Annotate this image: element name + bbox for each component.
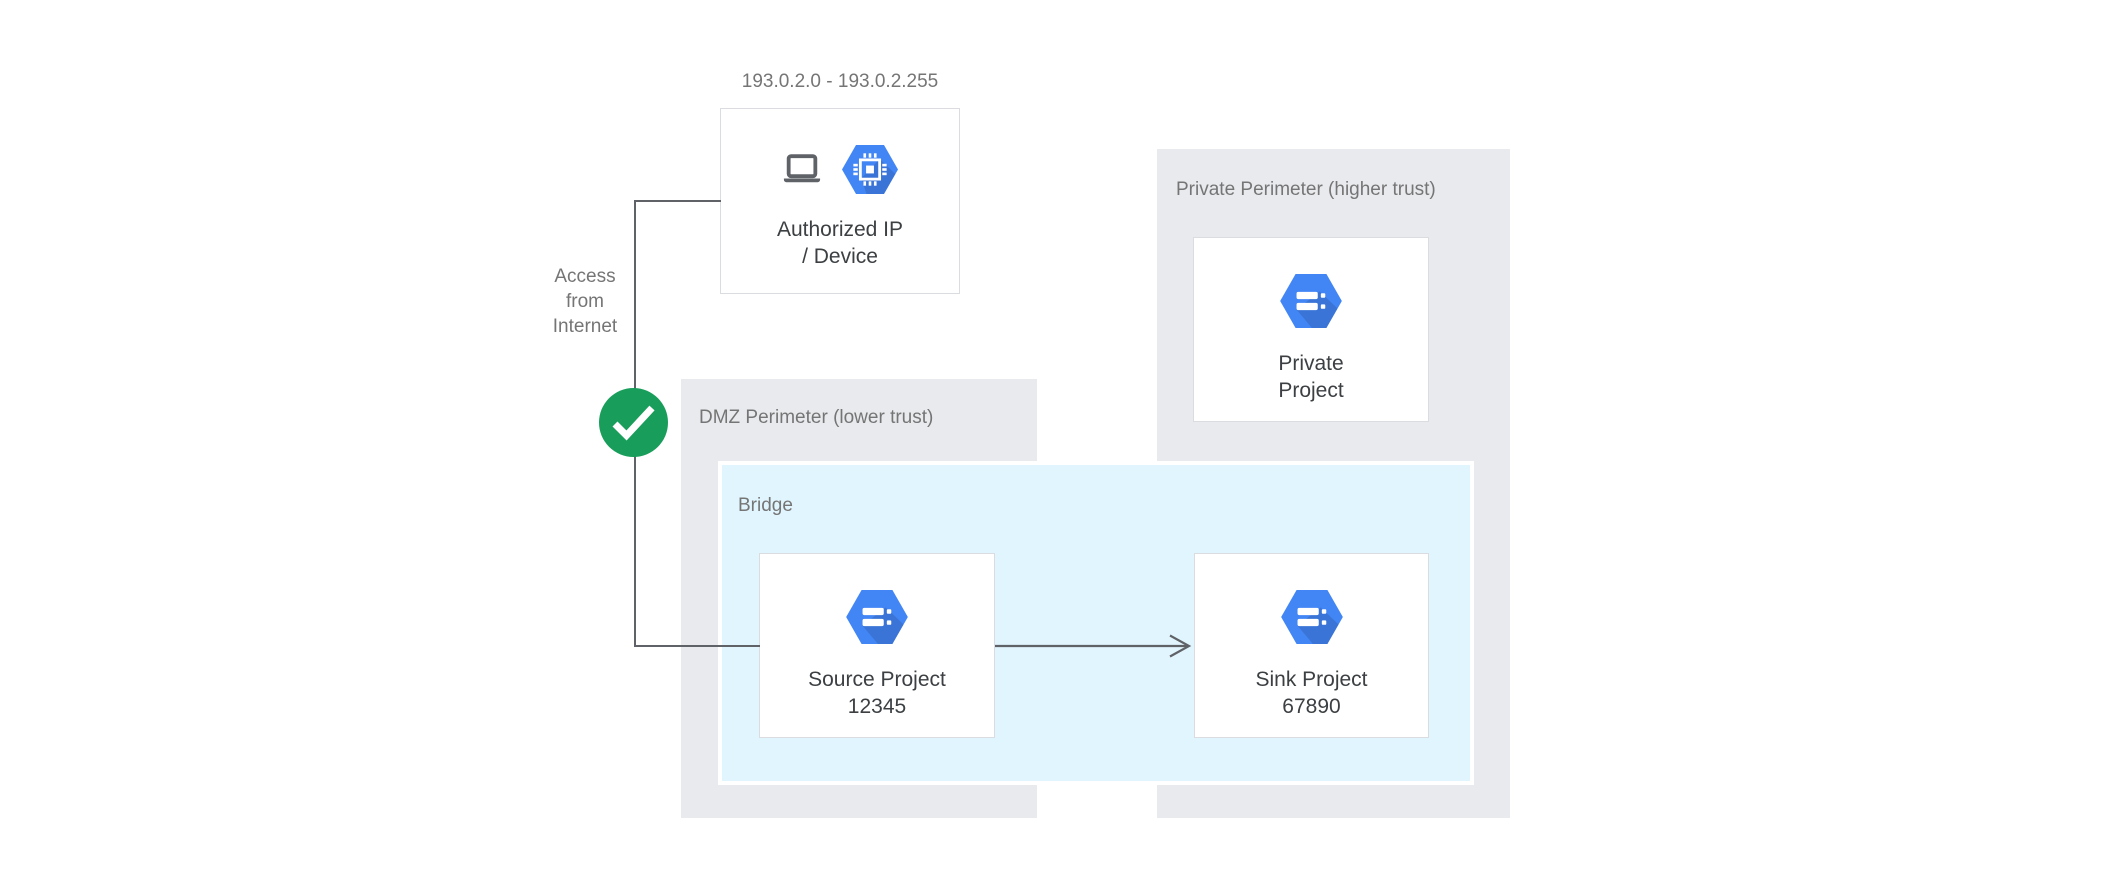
sink-project-node: Sink Project 67890 — [1194, 553, 1429, 738]
access-label-line1: Access — [554, 266, 616, 287]
ip-range-label: 193.0.2.0 - 193.0.2.255 — [741, 71, 939, 92]
dmz-perimeter-label: DMZ Perimeter (lower trust) — [699, 407, 934, 428]
arrow-head — [1169, 634, 1192, 658]
source-project-node: Source Project 12345 — [759, 553, 995, 738]
hexagon-chip-icon — [842, 145, 898, 194]
hexagon-project-icon — [1280, 274, 1342, 328]
authorized-node-label-line2: / Device — [802, 245, 878, 268]
check-circle-icon — [599, 388, 668, 457]
source-node-label-line2: 12345 — [847, 695, 907, 718]
sink-node-label-line2: 67890 — [1282, 695, 1341, 718]
access-from-internet-label: Access from Internet — [520, 264, 650, 339]
access-label-line3: Internet — [552, 316, 618, 337]
private-node-label-line1: Private — [1278, 352, 1344, 375]
sink-node-label-line1: Sink Project — [1255, 668, 1368, 691]
sink-node-label: Sink Project 67890 — [1255, 666, 1367, 720]
connector-line-horizontal-bottom — [635, 645, 760, 647]
authorized-node-label: Authorized IP / Device — [777, 216, 903, 270]
bridge-label: Bridge — [738, 495, 793, 516]
laptop-icon — [783, 154, 821, 183]
private-node-label: Private Project — [1278, 350, 1343, 404]
authorized-node-icons — [782, 145, 898, 194]
private-perimeter-label: Private Perimeter (higher trust) — [1176, 179, 1436, 200]
connector-line-horizontal-top — [635, 200, 721, 202]
private-node-label-line2: Project — [1278, 379, 1344, 402]
authorized-node-label-line1: Authorized IP — [776, 218, 904, 241]
private-project-node: Private Project — [1193, 237, 1429, 422]
authorized-ip-device-node: Authorized IP / Device — [720, 108, 960, 294]
source-node-label-line1: Source Project — [808, 668, 946, 691]
source-node-label: Source Project 12345 — [808, 666, 946, 720]
hexagon-project-icon — [846, 590, 908, 644]
arrow-source-to-sink — [995, 634, 1192, 658]
access-label-line2: from — [566, 291, 604, 312]
hexagon-project-icon — [1280, 590, 1343, 644]
